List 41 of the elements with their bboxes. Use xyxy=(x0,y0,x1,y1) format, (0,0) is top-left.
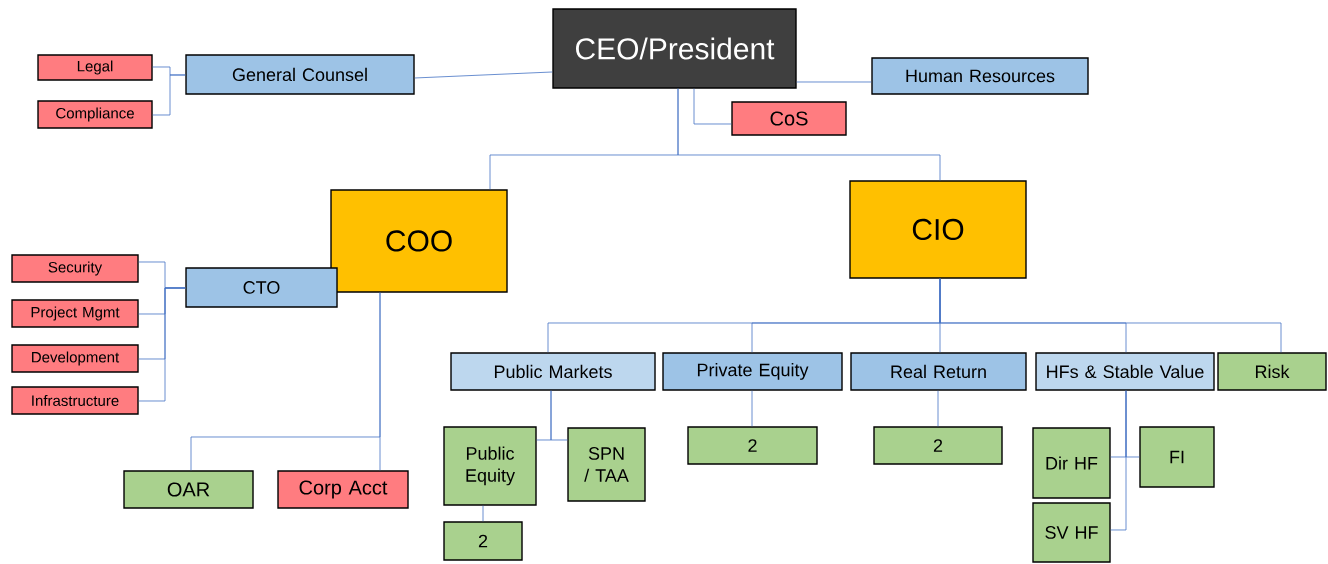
unit-box: 2 xyxy=(687,426,818,465)
unit-box: FI xyxy=(1139,426,1215,488)
unit-box: SPN / TAA xyxy=(567,427,646,502)
unit-box: Security xyxy=(11,254,139,283)
unit-box: Infrastructure xyxy=(11,386,139,415)
unit-box: Compliance xyxy=(37,100,153,129)
department-box: Human Resources xyxy=(871,57,1089,95)
connector-line xyxy=(152,74,186,116)
executive-box: CIO xyxy=(849,180,1027,279)
unit-box: 2 xyxy=(443,521,523,561)
department-box: Private Equity xyxy=(662,352,843,391)
connector-line xyxy=(1110,390,1127,531)
connector-line xyxy=(482,505,484,522)
unit-box: CoS xyxy=(731,101,847,136)
connector-line xyxy=(677,88,941,181)
department-box: Real Return xyxy=(850,352,1027,391)
connector-line xyxy=(939,278,1282,353)
connector-line xyxy=(796,81,872,83)
department-box: HFs & Stable Value xyxy=(1035,352,1215,391)
connector-line xyxy=(751,390,753,427)
connector-line xyxy=(937,390,939,427)
unit-box: Risk xyxy=(1217,352,1327,391)
unit-box: Public Equity xyxy=(443,426,537,506)
unit-box: 2 xyxy=(873,426,1003,465)
unit-box: Corp Acct xyxy=(277,470,409,509)
department-box: General Counsel xyxy=(185,54,415,95)
unit-box: Dir HF xyxy=(1032,427,1111,499)
connector-line xyxy=(379,292,381,471)
connector-line xyxy=(550,390,568,441)
unit-box: OAR xyxy=(123,470,254,509)
executive-box: CEO/President xyxy=(552,8,797,89)
unit-box: SV HF xyxy=(1032,502,1111,563)
executive-box: COO xyxy=(330,189,508,293)
connector-line xyxy=(414,71,553,79)
department-box: CTO xyxy=(185,267,338,308)
connector-line xyxy=(693,88,732,125)
department-box: Public Markets xyxy=(450,352,656,391)
unit-box: Project Mgmt xyxy=(11,299,139,328)
unit-box: Legal xyxy=(37,54,153,81)
connector-line xyxy=(138,287,186,402)
unit-box: Development xyxy=(11,344,139,373)
